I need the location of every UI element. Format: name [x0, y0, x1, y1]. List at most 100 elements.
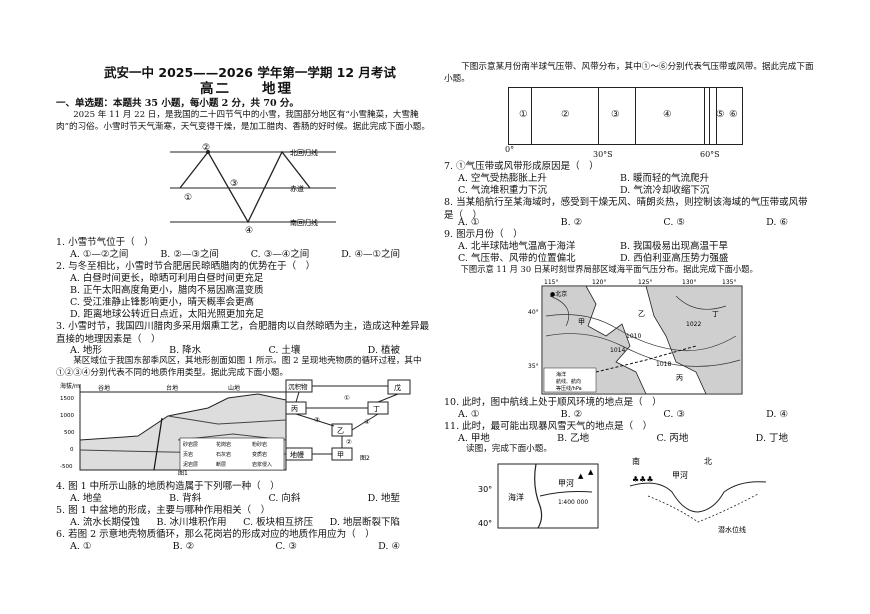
svg-text:135°: 135° [722, 279, 736, 286]
svg-text:500: 500 [64, 430, 75, 436]
intro-1: 2025 年 11 月 22 日，是我国的二十四节气中的小雪，我国部分地区有“小… [56, 110, 430, 132]
q11-option-a[interactable]: A. 甲地 [458, 433, 490, 444]
svg-text:丙: 丙 [676, 374, 683, 382]
belt-5: ⑤ [716, 109, 725, 120]
isobar-map: 115° 120° 125° 130° 135° 40° 35° ●北京 101… [528, 279, 743, 395]
svg-text:1500: 1500 [60, 396, 74, 402]
q9-option-a[interactable]: A. 北半球陆地气温高于海洋 [458, 241, 576, 252]
svg-text:等压线/hPa: 等压线/hPa [556, 385, 582, 392]
q10-option-c[interactable]: C. ③ [663, 409, 685, 420]
q2-option-b[interactable]: B. 正午太阳高度角更小，腊肉不易因高温变质 [70, 285, 264, 296]
q4-option-a[interactable]: A. 地垒 [70, 493, 102, 504]
q10-stem: 10. 此时，图中航线上处于顺风环境的地点是（ ） [444, 397, 662, 408]
svg-text:0: 0 [70, 447, 74, 453]
q3-option-a[interactable]: A. 地形 [70, 345, 102, 356]
q6-option-b[interactable]: B. ② [172, 541, 195, 552]
svg-text:丁: 丁 [712, 310, 719, 318]
point-3: ③ [230, 179, 238, 189]
svg-text:丁: 丁 [373, 405, 380, 413]
q7-option-b[interactable]: B. 暖而轻的气流爬升 [620, 173, 710, 184]
svg-text:潜水位线: 潜水位线 [718, 525, 746, 534]
q8-option-b[interactable]: B. ② [560, 217, 583, 228]
svg-text:泥岩层: 泥岩层 [183, 461, 198, 468]
svg-text:航线、航向: 航线、航向 [556, 378, 581, 385]
q3-stem: 3. 小雪时节，我国四川腊肉多采用烟熏工艺，合肥腊肉以自然晾晒为主，造成这种差异… [56, 321, 430, 346]
q1-options: A. ①—②之间 B. ②—③之间 C. ③—④之间 D. ④—①之间 [70, 248, 400, 261]
q2-option-a[interactable]: A. 白昼时间更长，晾晒可利用白昼时间更充足 [70, 273, 264, 284]
q9-option-b[interactable]: B. 我国极易出现高温干旱 [620, 241, 729, 252]
q3-option-d[interactable]: D. 植被 [367, 345, 400, 356]
q3-option-b[interactable]: B. 降水 [169, 345, 202, 356]
svg-text:岩浆侵入: 岩浆侵入 [252, 461, 272, 468]
q11-option-c[interactable]: C. 丙地 [656, 433, 689, 444]
belt-3: ③ [611, 109, 620, 120]
intro-4: 下图示意 11 月 30 日某时刻世界局部区域海平面气压分布。据此完成下面小题。 [460, 264, 758, 274]
svg-text:▲: ▲ [578, 472, 584, 480]
q4-option-b[interactable]: B. 背斜 [169, 493, 202, 504]
q1-option-a[interactable]: A. ①—②之间 [70, 249, 129, 260]
svg-text:●北京: ●北京 [550, 290, 567, 298]
q2-option-c[interactable]: C. 受江淮静止锋影响更小，晴天概率会更高 [70, 297, 254, 308]
q9-option-d[interactable]: D. 西伯利亚高压势力强盛 [620, 253, 729, 264]
q8-option-d[interactable]: D. ⑥ [766, 217, 788, 228]
svg-text:1022: 1022 [686, 321, 701, 328]
q5-option-b[interactable]: B. 冰川堆积作用 [156, 517, 227, 528]
tick-30s: 30°S [593, 150, 613, 159]
svg-text:甲: 甲 [578, 318, 585, 326]
q10-option-d[interactable]: D. ④ [766, 409, 788, 420]
svg-text:砂岩层: 砂岩层 [183, 441, 198, 448]
q8-option-c[interactable]: C. ⑤ [663, 217, 685, 228]
svg-text:海洋: 海洋 [556, 371, 566, 378]
q2-stem: 2. 与冬至相比，小雪时节合肥居民晾晒腊肉的优势在于（ ） [56, 261, 316, 272]
q9-option-c[interactable]: C. 气压带、风带的位置偏北 [458, 253, 576, 264]
q7-option-a[interactable]: A. 空气受热膨胀上升 [458, 173, 547, 184]
q6-option-c[interactable]: C. ③ [275, 541, 297, 552]
svg-text:①: ① [344, 394, 350, 402]
point-1: ① [184, 193, 192, 203]
north-tropic-label: 北回归线 [290, 148, 318, 157]
svg-text:③: ③ [314, 416, 320, 424]
q11-option-b[interactable]: B. 乙地 [557, 433, 590, 444]
svg-text:②: ② [346, 438, 352, 446]
q10-option-a[interactable]: A. ① [458, 409, 480, 420]
q7-option-d[interactable]: D. 气流冷却收缩下沉 [620, 185, 710, 196]
q11-option-d[interactable]: D. 丁地 [755, 433, 788, 444]
q5-option-d[interactable]: D. 地层断裂下陷 [329, 517, 400, 528]
section-heading: 一、单选题：本题共 35 小题，每小题 2 分，共 70 分。 [56, 98, 299, 109]
svg-text:40°: 40° [478, 519, 492, 528]
geologic-profile-figure: 海拔/m 1500 1000 500 0 -500 谷地 台地 山地 砂岩层 花… [60, 382, 287, 476]
tick-0: 0° [505, 145, 515, 154]
q1-option-c[interactable]: C. ③—④之间 [250, 249, 310, 260]
svg-text:地幔: 地幔 [290, 450, 304, 459]
valley-label: 谷地 [98, 384, 110, 392]
q2-option-d[interactable]: D. 距离地球公转近日点近，太阳光照更加充足 [70, 309, 264, 320]
intro-2: 某区域位于我国东部季风区，其地形剖面如图 1 所示。图 2 呈现地壳物质的循环过… [56, 356, 422, 378]
exam-title: 武安一中 2025——2026 学年第一学期 12 月考试 [104, 65, 396, 80]
svg-text:1010: 1010 [626, 333, 641, 340]
q7-option-c[interactable]: C. 气流堆积重力下沉 [458, 185, 547, 196]
q5-option-a[interactable]: A. 流水长期侵蚀 [70, 517, 140, 528]
tick-60s: 60°S [700, 150, 720, 159]
q9-stem: 9. 图示月份（ ） [444, 229, 523, 240]
q10-option-b[interactable]: B. ② [560, 409, 583, 420]
q8-option-a[interactable]: A. ① [458, 217, 480, 228]
q1-option-b[interactable]: B. ②—③之间 [160, 249, 219, 260]
svg-text:粉砂岩: 粉砂岩 [252, 441, 267, 448]
point-2: ② [202, 143, 210, 153]
q3-option-c[interactable]: C. 土壤 [268, 345, 301, 356]
q6-option-a[interactable]: A. ① [70, 541, 92, 552]
svg-text:南: 南 [632, 456, 640, 466]
q3-options: A. 地形 B. 降水 C. 土壤 D. 植被 [70, 344, 400, 357]
exam-subtitle: 高二 地理 [200, 81, 293, 97]
q5-option-c[interactable]: C. 板块相互挤压 [243, 517, 314, 528]
q6-option-d[interactable]: D. ④ [378, 541, 400, 552]
q4-option-c[interactable]: C. 向斜 [268, 493, 301, 504]
q4-option-d[interactable]: D. 地堑 [367, 493, 400, 504]
svg-text:甲: 甲 [337, 451, 344, 459]
q10-options: A. ① B. ② C. ③ D. ④ [458, 408, 788, 421]
rock-cycle-figure: 沉积物 丙 戊 丁 乙 地幔 甲 ① ② ③ ④ 图2 [285, 379, 411, 462]
svg-text:断层: 断层 [216, 461, 226, 468]
q1-option-d[interactable]: D. ④—①之间 [341, 249, 400, 260]
mountain-label: 山地 [228, 384, 240, 392]
q6-options: A. ① B. ② C. ③ D. ④ [70, 540, 400, 553]
